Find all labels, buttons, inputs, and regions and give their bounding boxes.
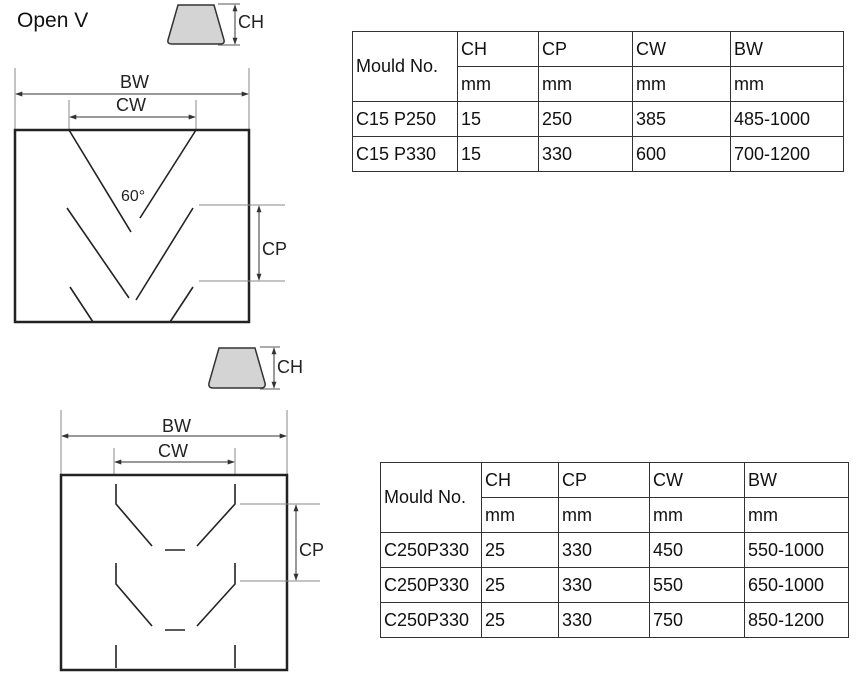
table-cell: 385 xyxy=(632,101,731,137)
table-cell: 550 xyxy=(649,567,745,603)
table-header-row: Mould No. CH CP CW BW xyxy=(380,462,849,533)
table-cell: 250 xyxy=(538,101,633,137)
v-pattern-bottom xyxy=(115,484,236,668)
table-row: C250P330 25 330 750 850-1200 xyxy=(380,602,849,638)
table-row: C15 P330 15 330 600 700-1200 xyxy=(352,136,844,172)
v-pattern-top xyxy=(66,129,197,323)
table-cell: 330 xyxy=(538,136,633,172)
table-cell: 550-1000 xyxy=(744,532,849,568)
table-unit: mm xyxy=(730,66,844,102)
bw-label-top: BW xyxy=(120,72,149,92)
table-unit-row: mm mm mm mm xyxy=(353,66,844,102)
mould-outline-bottom xyxy=(59,473,289,672)
angle-label: 60° xyxy=(121,188,145,205)
table-cell: 650-1000 xyxy=(744,567,849,603)
table-cell: 15 xyxy=(457,136,539,172)
table-header-mould: Mould No. xyxy=(352,31,458,102)
table-cell: C250P330 xyxy=(380,567,482,603)
profile-shape-top xyxy=(167,4,225,45)
table-cell: 330 xyxy=(558,567,650,603)
table-cell: 25 xyxy=(481,567,559,603)
table-cell: 485-1000 xyxy=(730,101,844,137)
table-cell: C250P330 xyxy=(380,602,482,638)
ch-label-top: CH xyxy=(238,12,264,32)
table-cell: 25 xyxy=(481,602,559,638)
table-cell: C15 P330 xyxy=(352,136,458,172)
table-unit-row: mm mm mm mm xyxy=(381,497,849,533)
table-row: C250P330 25 330 450 550-1000 xyxy=(380,532,849,568)
cw-label-top: CW xyxy=(116,95,146,115)
diagram-title: Open V xyxy=(17,9,88,32)
table-header-ch: CH xyxy=(481,462,559,498)
table-cell: 850-1200 xyxy=(744,602,849,638)
table-unit: mm xyxy=(457,66,539,102)
profile-shape-bottom xyxy=(208,347,266,389)
table-unit: mm xyxy=(649,497,745,533)
bw-label-bottom: BW xyxy=(162,416,191,436)
ch-label-bottom: CH xyxy=(277,357,303,377)
table-cell: 700-1200 xyxy=(730,136,844,172)
cp-label-top: CP xyxy=(262,239,287,259)
table-cell: 330 xyxy=(558,532,650,568)
table-header-row: Mould No. CH CP CW BW xyxy=(352,31,844,102)
table-header-mould: Mould No. xyxy=(380,462,482,533)
table-unit: mm xyxy=(632,66,731,102)
table-cell: 15 xyxy=(457,101,539,137)
table-cell: C15 P250 xyxy=(352,101,458,137)
table-row: C250P330 25 330 550 650-1000 xyxy=(380,567,849,603)
table-header-cw: CW xyxy=(632,31,731,67)
table-cell: 450 xyxy=(649,532,745,568)
table-unit: mm xyxy=(481,497,559,533)
table-cell: 25 xyxy=(481,532,559,568)
cp-label-bottom: CP xyxy=(299,540,324,560)
table-cell: 600 xyxy=(632,136,731,172)
table-header-bw: BW xyxy=(744,462,849,498)
spec-table-top: Mould No. CH CP CW BW mm mm mm mm C15 P2… xyxy=(352,31,844,172)
cw-label-bottom: CW xyxy=(158,441,188,461)
table-header-cp: CP xyxy=(558,462,650,498)
spec-table-bottom: Mould No. CH CP CW BW mm mm mm mm C250P3… xyxy=(380,462,849,638)
table-cell: C250P330 xyxy=(380,532,482,568)
table-unit: mm xyxy=(558,497,650,533)
table-unit: mm xyxy=(744,497,849,533)
table-cell: 330 xyxy=(558,602,650,638)
table-unit: mm xyxy=(538,66,633,102)
table-header-ch: CH xyxy=(457,31,539,67)
table-row: C15 P250 15 250 385 485-1000 xyxy=(352,101,844,137)
table-header-bw: BW xyxy=(730,31,844,67)
table-header-cw: CW xyxy=(649,462,745,498)
mould-outline-top xyxy=(13,128,251,324)
table-header-cp: CP xyxy=(538,31,633,67)
table-cell: 750 xyxy=(649,602,745,638)
